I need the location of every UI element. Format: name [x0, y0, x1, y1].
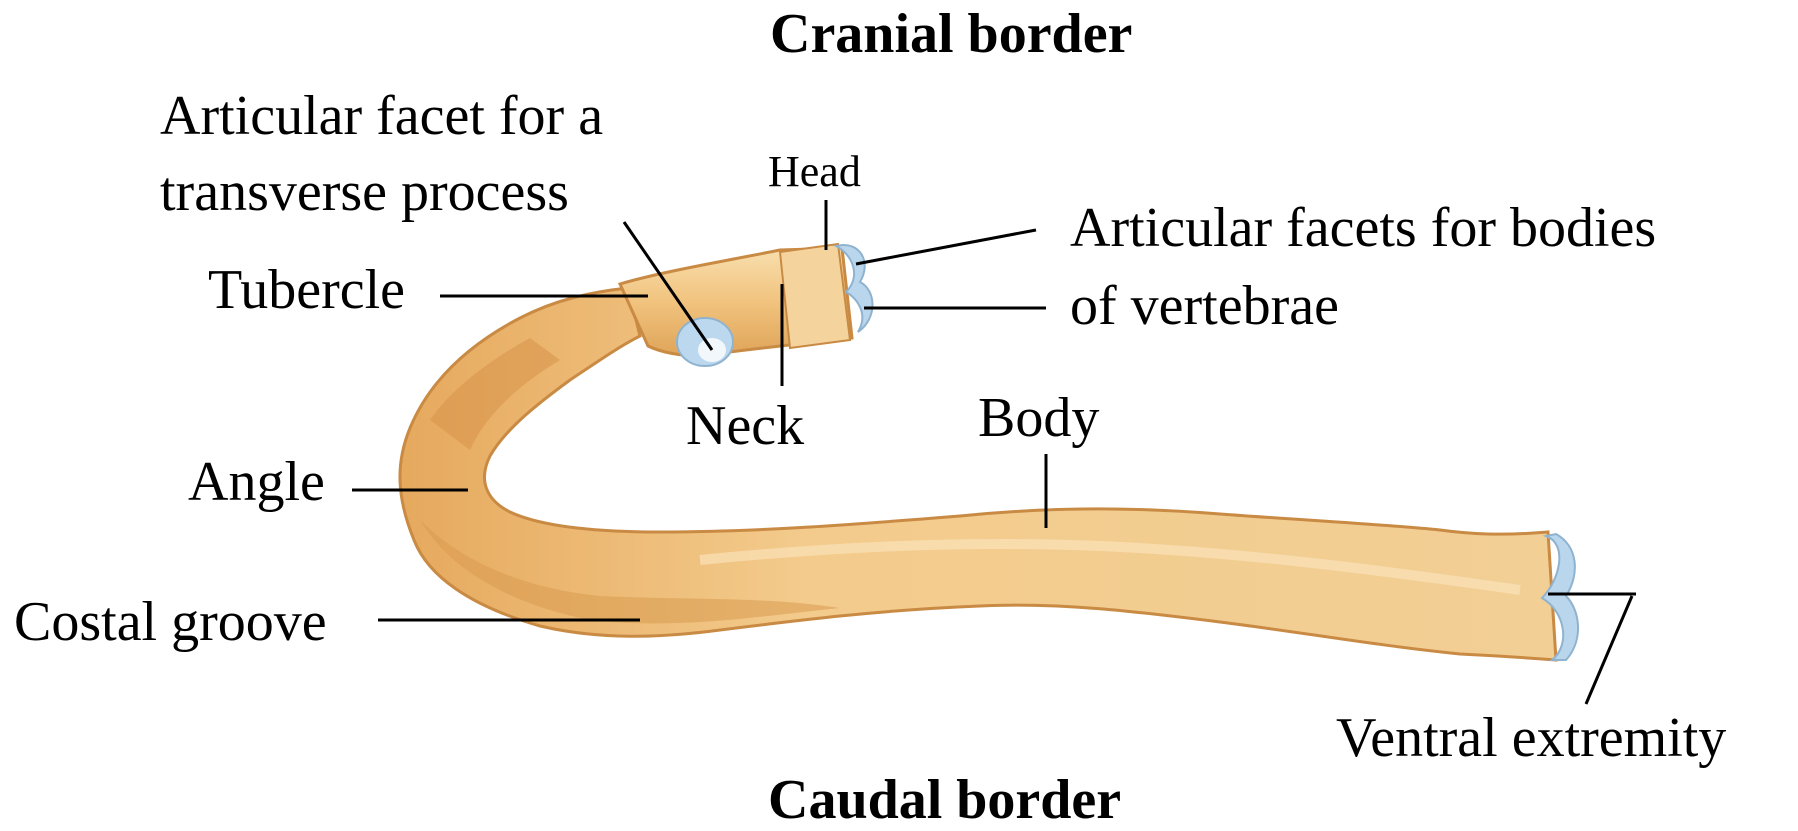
ventral-extremity-label: Ventral extremity [1336, 710, 1726, 766]
articular-facet-transverse-label-line1: Articular facet for a [160, 88, 603, 144]
articular-facets-bodies-label-line1: Articular facets for bodies [1070, 200, 1656, 256]
articular-facets-bodies-label-line2: of vertebrae [1070, 278, 1339, 334]
rib-head [780, 244, 850, 348]
head-label: Head [768, 150, 861, 194]
costal-groove-label: Costal groove [14, 594, 327, 650]
angle-label: Angle [188, 454, 325, 510]
body-label: Body [978, 390, 1099, 446]
leader-articular-facets-bodies-upper [856, 230, 1036, 264]
tubercle-label: Tubercle [208, 262, 405, 318]
cranial-border-label: Cranial border [770, 6, 1132, 62]
articular-facet-transverse-label-line2: transverse process [160, 164, 569, 220]
leader-ventral-extremity-diagonal [1586, 596, 1632, 704]
neck-label: Neck [686, 398, 804, 454]
caudal-border-label: Caudal border [768, 772, 1121, 828]
